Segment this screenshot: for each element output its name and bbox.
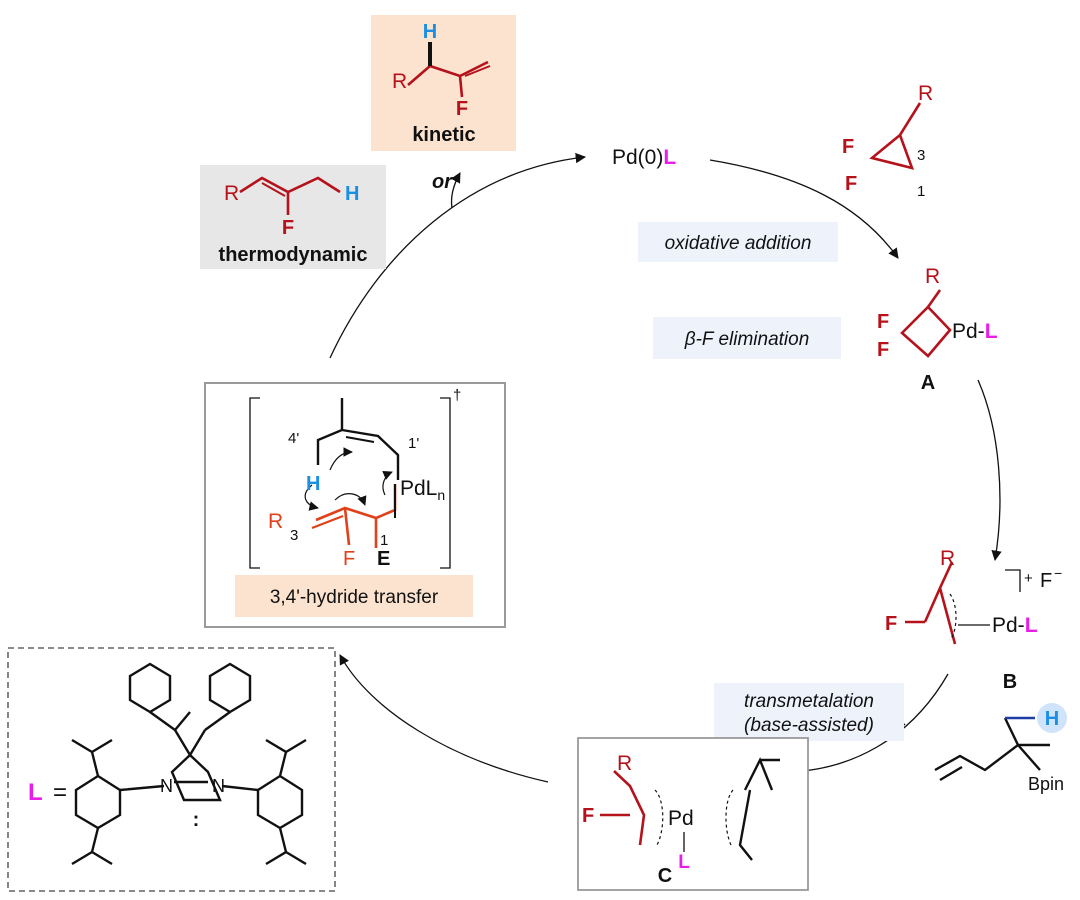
intermediate-a: R F F Pd-L A [877,265,998,394]
svg-text:Pd-L: Pd-L [952,320,998,343]
boronate-reagent: H Bpin [934,703,1067,794]
pd0-catalyst: Pd(0)L [612,146,676,169]
arrow-oxidative-addition [709,159,899,259]
svg-text:F: F [343,548,355,570]
svg-text:=: = [53,779,67,806]
svg-text:Bpin: Bpin [1028,774,1064,794]
svg-text:−: − [1054,565,1062,581]
transition-state-e: † 4' 1' H PdLn R 3 1 F E 3,4'-hydride tr… [204,382,506,628]
svg-text:F: F [582,805,594,827]
svg-text:F: F [845,173,857,195]
svg-text:F: F [877,311,889,333]
svg-text:H: H [1045,708,1059,730]
beta-f-label: -F elimination [696,329,810,350]
svg-text:3: 3 [917,147,925,164]
svg-text:Pd: Pd [668,807,694,830]
svg-text:β-F elimination: β-F elimination [684,329,810,350]
svg-text:R: R [940,547,955,570]
svg-text:R: R [392,70,407,93]
svg-text:R: R [268,510,283,533]
oxidative-addition-label: oxidative addition [665,233,812,254]
transmetalation-label: transmetalation [744,691,874,712]
svg-text:F: F [456,98,468,120]
svg-text:R: R [224,182,239,205]
svg-text:N: N [160,776,173,796]
svg-text:H: H [306,473,320,495]
svg-text:PdLn: PdLn [400,477,445,503]
or-label: or [432,171,453,193]
step-oxidative-addition: oxidative addition [638,222,838,262]
hydride-transfer-label: 3,4'-hydride transfer [270,587,439,608]
svg-text:3: 3 [290,527,298,544]
arrow-beta-f [977,379,1002,562]
svg-text:Pd-L: Pd-L [992,614,1038,637]
thermodynamic-label: thermodynamic [219,244,368,266]
svg-text:1: 1 [917,183,925,200]
label-a: A [921,372,935,394]
base-assisted-label: (base-assisted) [744,715,874,736]
intermediate-c: R F Pd L C [577,737,809,891]
arrow-product-release [450,172,461,209]
kinetic-label: kinetic [412,124,475,146]
svg-text:L: L [678,852,690,873]
thermodynamic-product: R H F thermodynamic [200,165,386,269]
label-e: E [377,548,390,570]
svg-text:F: F [282,217,294,239]
svg-text:Pd(0)L: Pd(0)L [612,146,676,169]
arrow-transmetalation [786,673,949,777]
svg-text:+: + [1024,570,1033,587]
svg-text:R: R [617,752,632,775]
step-beta-f-elimination: β-F elimination [653,317,841,359]
label-c: C [658,865,672,887]
svg-text:F: F [1040,570,1052,592]
svg-text:F: F [842,136,854,158]
arrow-to-ts [339,654,549,783]
svg-text:L: L [28,779,43,806]
beta-symbol: β [684,329,696,350]
svg-text:1': 1' [408,435,419,452]
svg-text:1: 1 [380,532,388,549]
svg-text::: : [193,809,200,831]
svg-text:H: H [345,183,359,205]
step-transmetalation: transmetalation (base-assisted) [714,683,904,741]
label-b: B [1003,671,1017,693]
svg-text:N: N [212,776,225,796]
kinetic-product: H R F kinetic [371,15,516,151]
ligand-definition: L = N N : [7,647,336,892]
svg-text:R: R [918,82,933,105]
svg-text:F: F [877,339,889,361]
svg-text:4': 4' [288,430,299,447]
arrow-to-pd0 [329,152,587,359]
difluorocyclopropane-substrate: F F R 3 1 [842,82,933,200]
svg-text:†: † [453,387,461,404]
svg-text:R: R [925,265,940,288]
intermediate-b: R F Pd-L + F − B [885,547,1062,693]
svg-text:H: H [423,21,437,43]
svg-text:F: F [885,613,897,635]
